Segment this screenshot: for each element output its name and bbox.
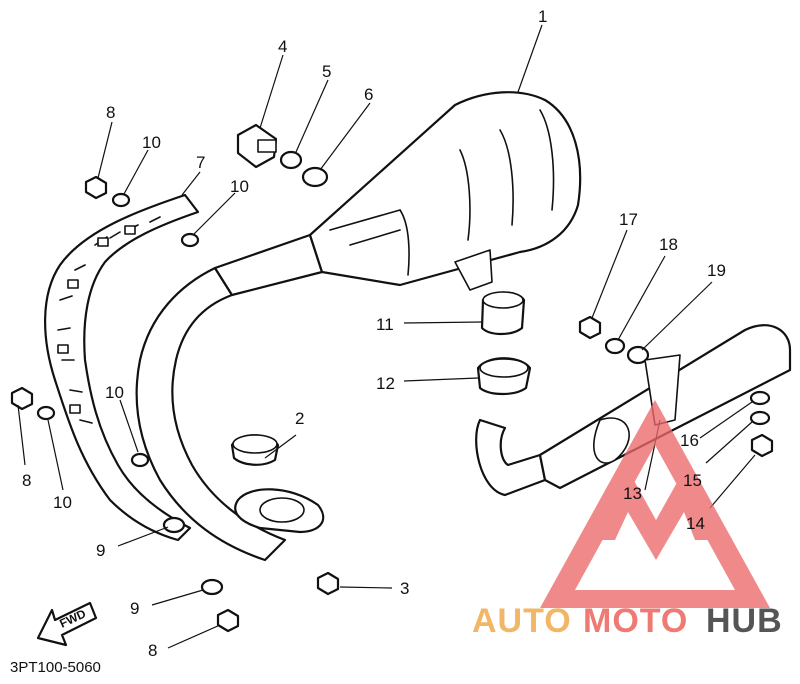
watermark-hub: HUB [706,602,783,640]
callout-10-b: 10 [230,177,249,196]
callout-15: 15 [683,471,702,490]
callout-9-lower: 9 [130,599,139,618]
callout-14: 14 [686,514,705,533]
callout-8-bottom: 8 [148,641,157,660]
fasteners [10,123,774,633]
exhaust-flange [230,434,325,534]
callout-19: 19 [707,261,726,280]
callout-10-a: 10 [142,133,161,152]
callout-10-c: 10 [105,383,124,402]
watermark-moto: MOTO [583,602,688,640]
callout-13: 13 [623,484,642,503]
callout-10-d: 10 [53,493,72,512]
fwd-arrow: FWD [36,601,98,647]
callout-8-top: 8 [106,103,115,122]
muffler-body [308,91,582,291]
heat-protector [44,193,200,542]
watermark-auto: AUTO [472,602,572,640]
callout-12: 12 [376,374,395,393]
silencer [475,324,792,497]
watermark-logo [540,400,770,608]
leader-lines [17,24,756,649]
callout-17: 17 [619,210,638,229]
clamp-parts [476,291,532,396]
callout-18: 18 [659,235,678,254]
callout-3: 3 [400,579,409,598]
watermark-triangle-icon [540,400,770,608]
callout-6: 6 [364,85,373,104]
callout-16: 16 [680,431,699,450]
callout-2: 2 [295,409,304,428]
callout-5: 5 [322,62,331,81]
part-code: 3PT100-5060 [10,659,101,676]
callout-1: 1 [538,7,547,26]
callout-4: 4 [278,37,287,56]
callout-7: 7 [196,153,205,172]
callout-9-upper: 9 [96,541,105,560]
callout-11: 11 [376,315,394,334]
callout-8-left: 8 [22,471,31,490]
